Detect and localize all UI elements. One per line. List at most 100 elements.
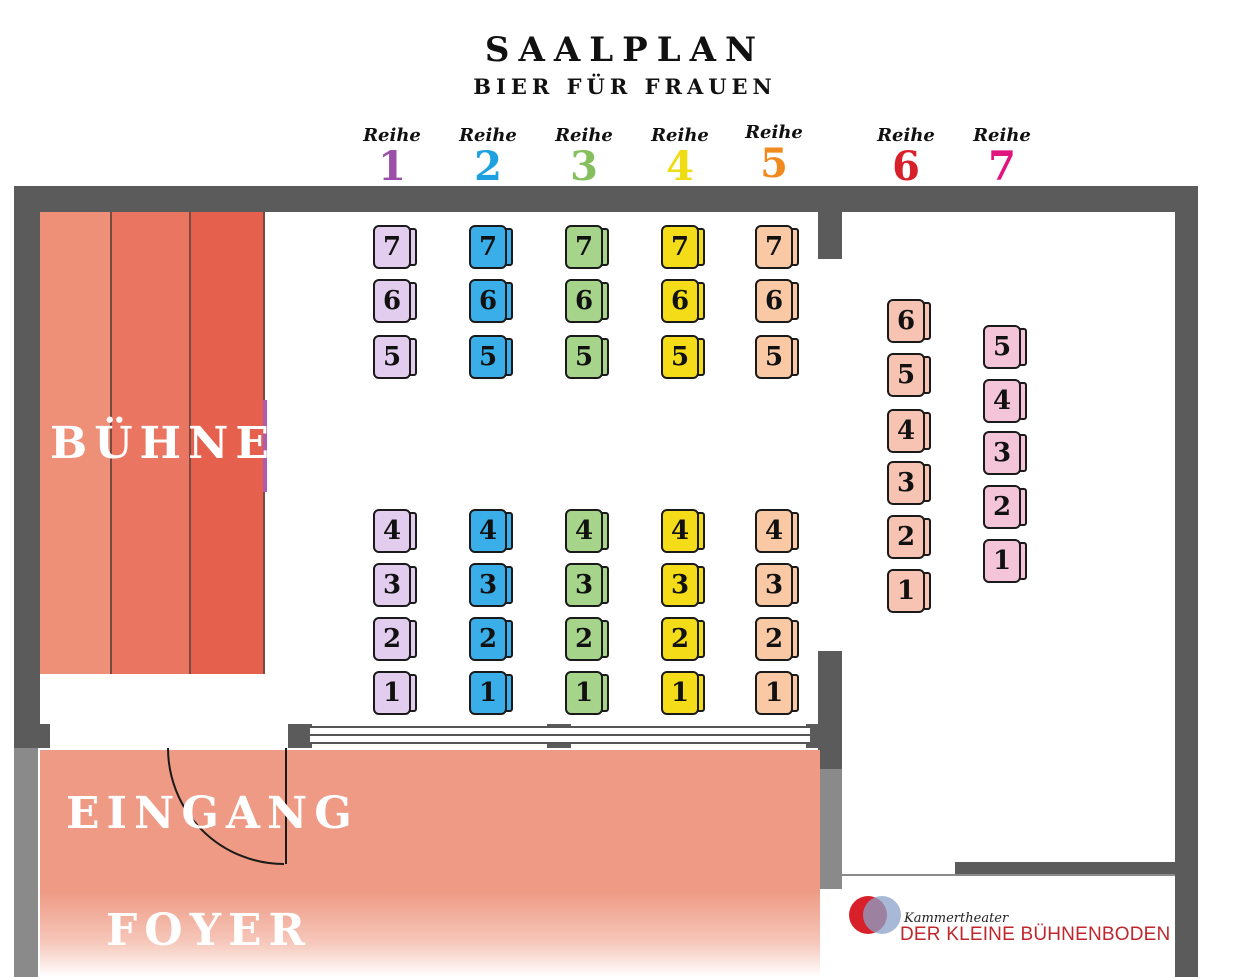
seat-icon	[661, 225, 699, 269]
window-post-3	[806, 724, 824, 748]
row-3-label: Reihe	[555, 125, 613, 146]
seat-row-6-5[interactable]: 5	[887, 350, 933, 400]
seat-number: 2	[478, 624, 498, 654]
seat-row-5-2[interactable]: 2	[755, 614, 801, 664]
seat-row-3-7[interactable]: 7	[565, 222, 611, 272]
stage-panel-3	[191, 212, 265, 674]
seat-row-1-3[interactable]: 3	[373, 560, 419, 610]
seat-row-4-6[interactable]: 6	[661, 276, 707, 326]
seat-row-3-5[interactable]: 5	[565, 332, 611, 382]
seat-row-1-4[interactable]: 4	[373, 506, 419, 556]
seat-row-3-2[interactable]: 2	[565, 614, 611, 664]
seat-row-5-1[interactable]: 1	[755, 668, 801, 718]
seat-row-7-3[interactable]: 3	[983, 428, 1029, 478]
seat-row-5-7[interactable]: 7	[755, 222, 801, 272]
logo-mark-icon	[849, 896, 901, 934]
logo-subtitle: Kammertheater	[904, 911, 1009, 926]
seat-row-7-5[interactable]: 5	[983, 322, 1029, 372]
seat-row-4-5[interactable]: 5	[661, 332, 707, 382]
stage-panel-2	[112, 212, 191, 674]
row-3-number: 3	[570, 143, 598, 190]
wall-stub-top	[818, 205, 842, 259]
seat-icon	[373, 617, 411, 661]
row-4-number: 4	[666, 143, 694, 190]
seat-row-4-4[interactable]: 4	[661, 506, 707, 556]
seat-row-7-4[interactable]: 4	[983, 376, 1029, 426]
seat-row-4-2[interactable]: 2	[661, 614, 707, 664]
seat-row-2-7[interactable]: 7	[469, 222, 515, 272]
seat-icon	[565, 509, 603, 553]
seat-number: 1	[382, 678, 402, 708]
seat-row-4-7[interactable]: 7	[661, 222, 707, 272]
seat-row-1-6[interactable]: 6	[373, 276, 419, 326]
seat-row-3-4[interactable]: 4	[565, 506, 611, 556]
wall-left	[14, 186, 40, 748]
seat-number: 4	[992, 386, 1012, 416]
seat-icon	[373, 671, 411, 715]
seat-row-1-7[interactable]: 7	[373, 222, 419, 272]
seat-row-7-2[interactable]: 2	[983, 482, 1029, 532]
seat-icon	[755, 509, 793, 553]
seat-number: 1	[478, 678, 498, 708]
seat-row-2-4[interactable]: 4	[469, 506, 515, 556]
seat-icon	[887, 515, 925, 559]
seat-row-1-2[interactable]: 2	[373, 614, 419, 664]
seat-row-5-5[interactable]: 5	[755, 332, 801, 382]
window	[310, 726, 810, 744]
seat-row-2-5[interactable]: 5	[469, 332, 515, 382]
foyer-area	[40, 750, 820, 977]
seat-row-3-3[interactable]: 3	[565, 560, 611, 610]
seat-row-6-3[interactable]: 3	[887, 458, 933, 508]
seat-icon	[887, 569, 925, 613]
seat-row-5-6[interactable]: 6	[755, 276, 801, 326]
seat-row-4-1[interactable]: 1	[661, 668, 707, 718]
seat-row-2-6[interactable]: 6	[469, 276, 515, 326]
seat-number: 6	[574, 286, 594, 316]
seat-row-3-1[interactable]: 1	[565, 668, 611, 718]
door-swing	[167, 748, 287, 865]
seat-row-1-1[interactable]: 1	[373, 668, 419, 718]
seat-number: 6	[896, 306, 916, 336]
seat-icon	[983, 539, 1021, 583]
seat-row-1-5[interactable]: 5	[373, 332, 419, 382]
seat-number: 5	[896, 360, 916, 390]
seat-icon	[755, 335, 793, 379]
seat-row-2-2[interactable]: 2	[469, 614, 515, 664]
wall-right	[1175, 186, 1198, 977]
seat-row-2-1[interactable]: 1	[469, 668, 515, 718]
seat-icon	[983, 431, 1021, 475]
seat-number: 3	[764, 570, 784, 600]
seat-number: 1	[896, 576, 916, 606]
stage-edge-accent	[263, 400, 267, 492]
seat-icon	[661, 509, 699, 553]
seat-row-6-4[interactable]: 4	[887, 406, 933, 456]
seat-row-3-6[interactable]: 6	[565, 276, 611, 326]
seat-number: 5	[478, 342, 498, 372]
seat-number: 4	[670, 516, 690, 546]
logo-name: DER KLEINE BÜHNENBODEN	[900, 924, 1171, 945]
seat-icon	[983, 325, 1021, 369]
seat-row-6-1[interactable]: 1	[887, 566, 933, 616]
seat-row-6-6[interactable]: 6	[887, 296, 933, 346]
floor-line	[842, 874, 1175, 876]
seat-icon	[661, 617, 699, 661]
seat-row-7-1[interactable]: 1	[983, 536, 1029, 586]
seat-number: 3	[478, 570, 498, 600]
seat-icon	[565, 671, 603, 715]
seat-number: 1	[764, 678, 784, 708]
seat-number: 7	[764, 232, 784, 262]
wall-bottom-right	[955, 862, 1177, 874]
seat-icon	[469, 225, 507, 269]
row-5-number: 5	[760, 140, 788, 187]
seat-number: 5	[764, 342, 784, 372]
seat-row-5-3[interactable]: 3	[755, 560, 801, 610]
seat-row-4-3[interactable]: 3	[661, 560, 707, 610]
seat-row-5-4[interactable]: 4	[755, 506, 801, 556]
seat-icon	[565, 335, 603, 379]
seat-icon	[661, 279, 699, 323]
seat-row-6-2[interactable]: 2	[887, 512, 933, 562]
seat-number: 6	[478, 286, 498, 316]
seat-icon	[887, 409, 925, 453]
seat-row-2-3[interactable]: 3	[469, 560, 515, 610]
seat-number: 2	[574, 624, 594, 654]
